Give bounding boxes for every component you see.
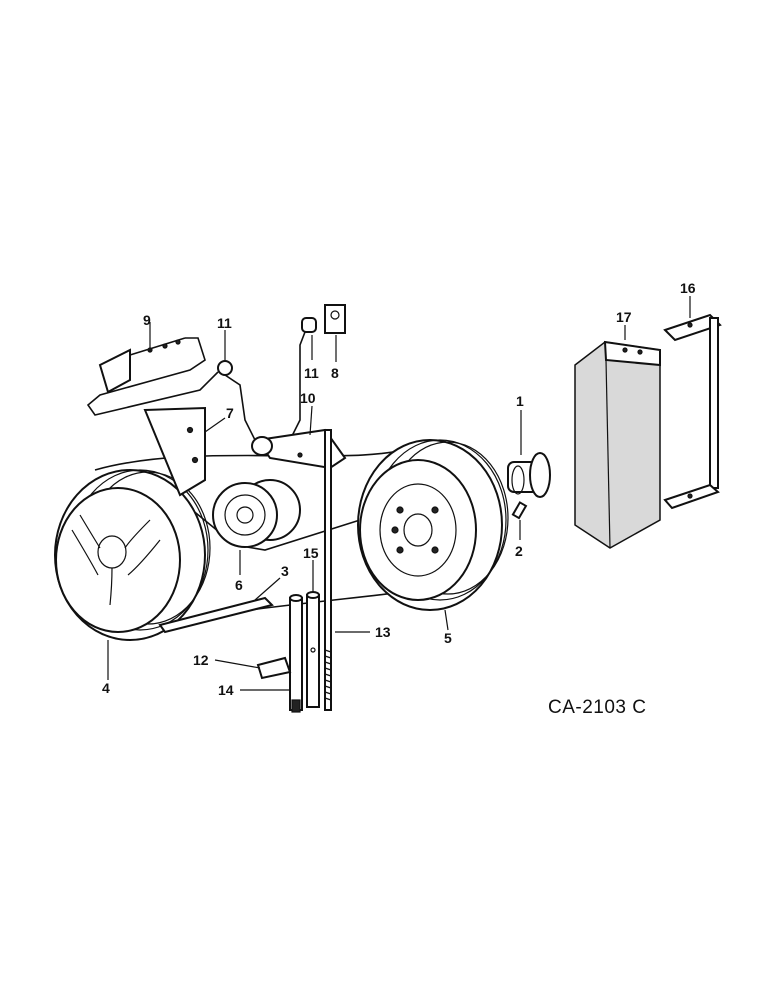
hub-1	[507, 452, 551, 498]
callout-3: 3	[281, 563, 289, 579]
callout-17: 17	[616, 309, 632, 325]
callout-1: 1	[516, 393, 524, 409]
plate-9	[86, 337, 219, 416]
shield-17	[574, 340, 661, 549]
tube-15	[306, 591, 320, 708]
callout-16: 16	[680, 280, 696, 296]
rod-13	[324, 429, 332, 711]
callout-11-right: 11	[304, 365, 319, 381]
idler-pulley-6	[212, 479, 301, 548]
leader-lines	[107, 296, 691, 691]
bracket-7	[143, 406, 206, 497]
plate-8	[324, 304, 346, 334]
key-2	[511, 501, 528, 520]
callout-12: 12	[193, 652, 209, 668]
callout-9: 9	[143, 312, 151, 328]
callout-13: 13	[375, 624, 391, 640]
callout-11-left: 11	[217, 315, 232, 331]
arm-10	[251, 428, 347, 470]
callout-15: 15	[303, 545, 319, 561]
bushing-11-left	[217, 360, 233, 376]
callout-6: 6	[235, 577, 243, 593]
callout-4: 4	[102, 680, 110, 696]
callout-14: 14	[218, 682, 234, 698]
tube-14	[289, 594, 303, 713]
callout-10: 10	[300, 390, 316, 406]
rod-linkage	[224, 331, 306, 441]
callout-5: 5	[444, 630, 452, 646]
bushing-11-right	[301, 317, 317, 333]
bracket-12	[256, 656, 292, 680]
pulley-4	[54, 469, 211, 641]
callout-7: 7	[226, 405, 234, 421]
pulley-5	[357, 439, 509, 611]
callout-2: 2	[515, 543, 523, 559]
callout-8: 8	[331, 365, 339, 381]
strip-3	[158, 596, 274, 634]
drawing-code: CA-2103 C	[548, 697, 647, 718]
bracket-16	[663, 313, 722, 510]
